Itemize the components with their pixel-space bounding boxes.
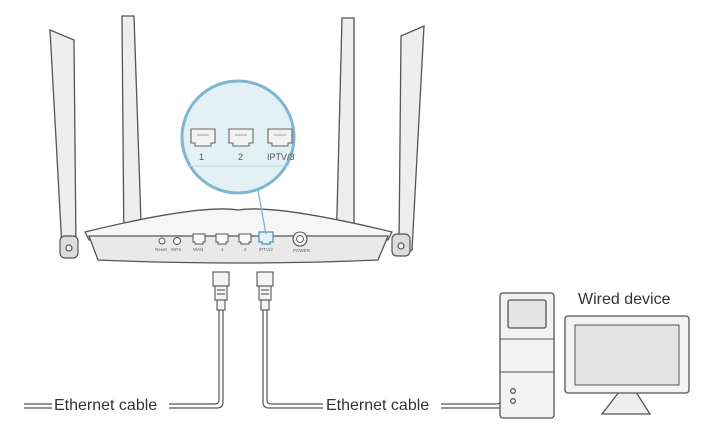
zoom-port-3-icon xyxy=(267,128,293,147)
antenna-right-inner xyxy=(335,17,355,253)
router-top-plate xyxy=(84,208,393,241)
cable-left xyxy=(169,310,220,405)
iptv-port-3-icon xyxy=(258,231,274,245)
port-magnifier xyxy=(180,79,296,235)
ethernet-cable-label-left: Ethernet cable xyxy=(54,397,158,414)
wps-button-icon xyxy=(173,237,181,245)
lan-port-1-icon xyxy=(215,233,229,245)
router-ethernet-ports xyxy=(192,231,274,245)
power-label: POWER xyxy=(293,248,311,253)
wired-device-label: Wired device xyxy=(578,291,671,308)
lan-2-label: 2 xyxy=(244,247,247,252)
tower-led-icon xyxy=(510,388,516,394)
computer-tower xyxy=(499,292,555,419)
zoom-port-1-icon xyxy=(190,128,216,147)
router-body xyxy=(84,208,393,264)
antenna-left-inner xyxy=(121,15,143,253)
magnifier-pointer-line xyxy=(257,189,267,235)
zoom-port-2-label: 2 xyxy=(238,152,244,162)
cable-right xyxy=(262,310,323,409)
monitor-stand xyxy=(600,391,652,415)
reset-label: Reset xyxy=(155,247,167,252)
zoom-port-3-label: IPTV/3 xyxy=(267,152,295,162)
wan-port-icon xyxy=(192,233,206,245)
ethernet-cable-label-right: Ethernet cable xyxy=(326,397,430,414)
reset-button-icon xyxy=(158,237,166,245)
zoom-port-2-icon xyxy=(228,128,254,147)
wps-label: WPS xyxy=(171,247,182,252)
router-antennas xyxy=(49,15,425,256)
antenna-right-outer xyxy=(398,24,425,255)
cable-connector-left xyxy=(212,271,230,311)
computer-monitor xyxy=(564,315,690,415)
antenna-left-outer xyxy=(49,29,77,256)
wan-label: WAN xyxy=(193,247,204,252)
antenna-hinges xyxy=(59,233,411,259)
cable-connector-right xyxy=(256,271,274,311)
lan-1-label: 1 xyxy=(221,247,224,252)
lan-port-2-icon xyxy=(238,233,252,245)
iptv-3-label: IPTV/3 xyxy=(259,247,273,252)
ethernet-cables xyxy=(24,271,507,409)
zoom-port-1-label: 1 xyxy=(199,152,205,162)
